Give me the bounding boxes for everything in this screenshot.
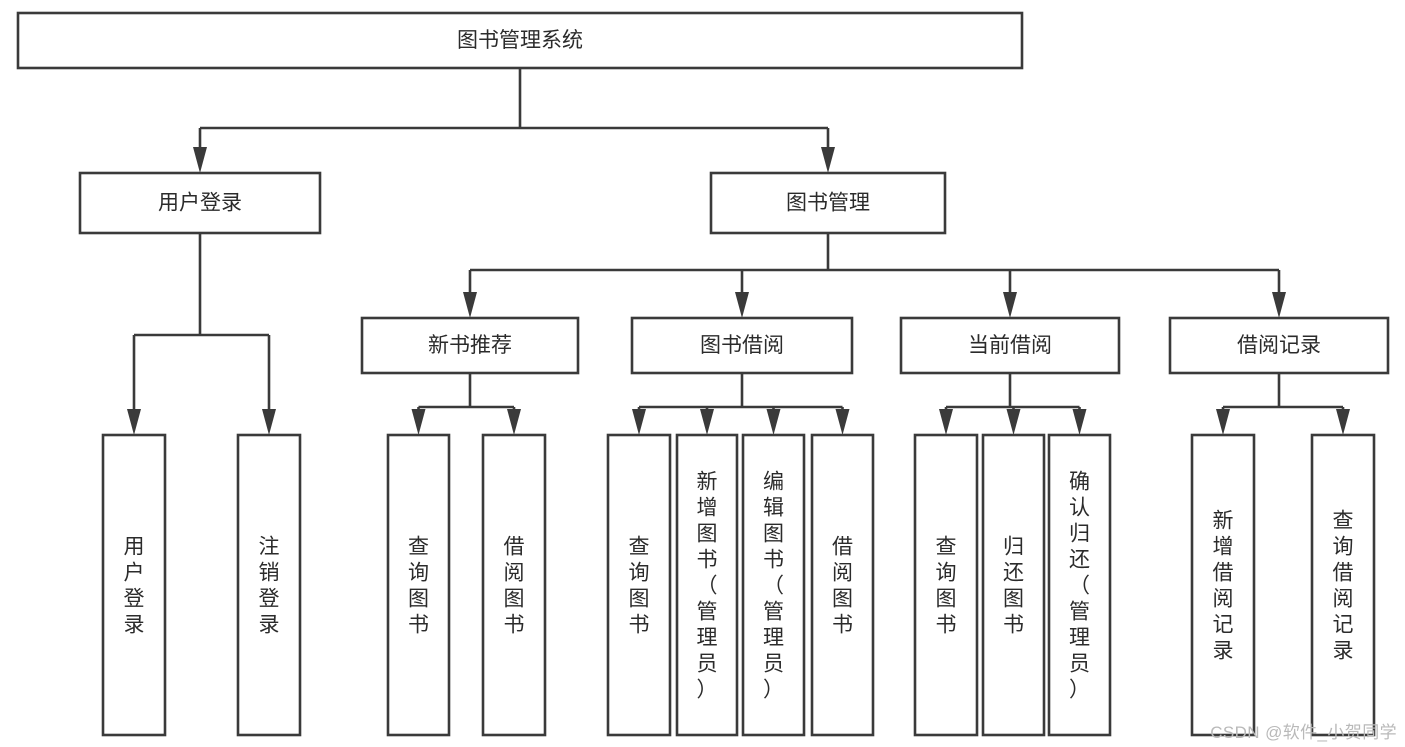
node-label: 注销登录 [259, 535, 280, 636]
node-layer: 图书管理系统用户登录图书管理新书推荐图书借阅当前借阅借阅记录用户登录注销登录查询… [16, 11, 1390, 737]
arrow-head-icon [1216, 409, 1230, 435]
node-box[interactable] [1168, 316, 1390, 375]
node-label: 新书推荐 [428, 334, 512, 357]
node-label: 用户登录 [124, 535, 145, 636]
node-leaf-query-book-1[interactable]: 查询图书 [386, 433, 451, 737]
node-label: 新增图书（管理员） [697, 470, 718, 701]
node-leaf-confirm-return-admin[interactable]: 确认归还（管理员） [1047, 433, 1112, 737]
connector-group-book-manage [463, 233, 1286, 318]
node-label: 新增借阅记录 [1213, 509, 1234, 662]
arrow-head-icon [411, 409, 426, 435]
arrow-head-icon [193, 147, 207, 173]
arrow-head-icon [1006, 409, 1021, 435]
arrow-head-icon [1336, 409, 1350, 435]
node-label: 借阅图书 [832, 535, 853, 636]
node-box[interactable] [481, 433, 547, 737]
node-box[interactable] [709, 171, 947, 235]
node-label: 查询图书 [408, 535, 429, 636]
node-box[interactable] [1310, 433, 1376, 737]
node-label: 借阅图书 [504, 535, 525, 636]
node-book-borrow[interactable]: 图书借阅 [630, 316, 854, 375]
node-label: 当前借阅 [968, 334, 1052, 357]
node-label: 归还图书 [1003, 535, 1024, 636]
node-box[interactable] [236, 433, 302, 737]
node-current-borrow[interactable]: 当前借阅 [899, 316, 1121, 375]
arrow-head-icon [262, 409, 276, 435]
node-box[interactable] [1190, 433, 1256, 737]
node-leaf-query-book-3[interactable]: 查询图书 [913, 433, 979, 737]
node-leaf-add-book-admin[interactable]: 新增图书（管理员） [675, 433, 739, 737]
arrow-head-icon [766, 409, 781, 435]
node-new-book-recommend[interactable]: 新书推荐 [360, 316, 580, 375]
csdn-watermark: CSDN @软件_小贺同学 [1210, 723, 1397, 742]
node-leaf-query-book-2[interactable]: 查询图书 [606, 433, 672, 737]
arrow-head-icon [632, 409, 646, 435]
node-label: 图书借阅 [700, 334, 784, 357]
node-label: 查询图书 [936, 535, 957, 636]
node-label: 借阅记录 [1237, 334, 1321, 357]
node-leaf-logout[interactable]: 注销登录 [236, 433, 302, 737]
connector-group-book-borrow [632, 373, 850, 435]
connector-group-new-book-recommend [411, 373, 521, 435]
arrow-head-icon [463, 292, 477, 318]
node-leaf-edit-book-admin[interactable]: 编辑图书（管理员） [741, 433, 806, 737]
node-leaf-return-book[interactable]: 归还图书 [981, 433, 1046, 737]
node-label: 编辑图书（管理员） [763, 470, 784, 701]
node-leaf-add-borrow-record[interactable]: 新增借阅记录 [1190, 433, 1256, 737]
node-book-manage[interactable]: 图书管理 [709, 171, 947, 235]
node-borrow-record[interactable]: 借阅记录 [1168, 316, 1390, 375]
arrow-head-icon [1072, 409, 1087, 435]
node-box[interactable] [16, 11, 1024, 70]
node-box[interactable] [913, 433, 979, 737]
arrow-head-icon [1272, 292, 1286, 318]
arrow-head-icon [939, 409, 953, 435]
node-box[interactable] [899, 316, 1121, 375]
node-box[interactable] [675, 433, 739, 737]
node-box[interactable] [1047, 433, 1112, 737]
node-root[interactable]: 图书管理系统 [16, 11, 1024, 70]
connector-group-root [193, 68, 835, 173]
arrow-head-icon [835, 409, 850, 435]
node-box[interactable] [360, 316, 580, 375]
arrow-head-icon [127, 409, 141, 435]
node-label: 查询借阅记录 [1333, 509, 1354, 662]
arrow-head-icon [1003, 292, 1017, 318]
node-label: 用户登录 [158, 192, 242, 215]
connector-group-user-login [127, 233, 276, 435]
node-box[interactable] [741, 433, 806, 737]
arrow-head-icon [700, 409, 714, 435]
node-leaf-borrow-book-2[interactable]: 借阅图书 [810, 433, 875, 737]
node-leaf-borrow-book-1[interactable]: 借阅图书 [481, 433, 547, 737]
node-box[interactable] [630, 316, 854, 375]
node-leaf-query-borrow-record[interactable]: 查询借阅记录 [1310, 433, 1376, 737]
node-box[interactable] [78, 171, 322, 235]
node-leaf-user-login[interactable]: 用户登录 [101, 433, 167, 737]
node-box[interactable] [981, 433, 1046, 737]
node-box[interactable] [606, 433, 672, 737]
node-label: 查询图书 [629, 535, 650, 636]
node-box[interactable] [101, 433, 167, 737]
arrow-head-icon [735, 292, 749, 318]
node-label: 图书管理 [786, 192, 870, 215]
node-box[interactable] [810, 433, 875, 737]
connector-group-borrow-record [1216, 373, 1350, 435]
node-box[interactable] [386, 433, 451, 737]
arrow-head-icon [821, 147, 835, 173]
connector-group-current-borrow [939, 373, 1087, 435]
node-label: 图书管理系统 [457, 29, 583, 52]
connector-layer [127, 68, 1350, 435]
arrow-head-icon [507, 409, 521, 435]
node-label: 确认归还（管理员） [1069, 470, 1090, 701]
node-user-login[interactable]: 用户登录 [78, 171, 322, 235]
